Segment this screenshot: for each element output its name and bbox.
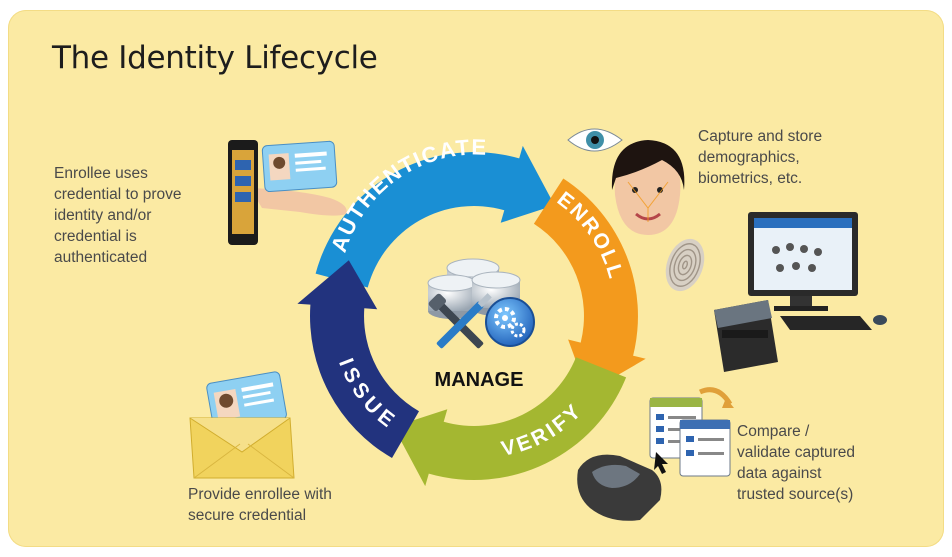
description-line: demographics, [698,149,800,166]
description-line: biometrics, etc. [698,170,803,187]
description-line: Provide enrollee with [188,486,332,503]
envelope-with-id-card-icon [189,371,295,479]
fingerprint-reader-icon [577,454,662,521]
database-and-tools-icon [427,258,535,349]
description-line: credential is [54,228,137,245]
description-line: validate captured [737,444,856,461]
phone-and-id-card-icon [228,140,347,245]
description-line: trusted source(s) [737,486,854,503]
description-line: secure credential [188,507,307,524]
manage-label: MANAGE [435,369,524,391]
description-line: identity and/or [54,207,152,224]
issue-description: Provide enrollee with secure credential [188,484,332,526]
data-form-icon [649,387,734,477]
description-line: credential to prove [54,186,182,203]
enroll-arrow [533,178,646,393]
description-line: Capture and store [698,128,823,145]
verify-arrow [393,357,627,487]
eye-icon [567,128,623,152]
description-line: Enrollee uses [54,165,148,182]
description-line: data against [737,465,822,482]
fingerprint-icon [665,238,705,292]
page-title: The Identity Lifecycle [52,40,378,76]
description-line: authenticated [54,249,148,266]
fingerprint-scanner-icon [714,300,778,372]
authenticate-arrow [315,145,555,288]
enroll-description: Capture and store demographics, biometri… [698,126,822,189]
verify-description: Compare / validate captured data against… [737,421,855,505]
description-line: Compare / [737,423,810,440]
issue-arrow [297,260,419,458]
face-scan-icon [611,140,685,235]
authenticate-description: Enrollee uses credential to prove identi… [54,163,182,268]
computer-workstation-icon [748,212,887,330]
